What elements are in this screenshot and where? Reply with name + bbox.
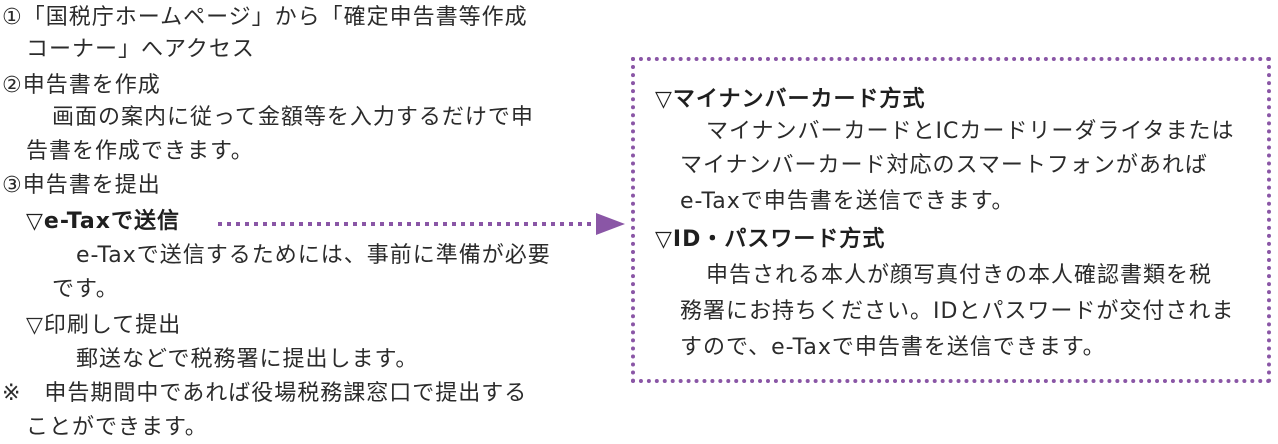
step2-desc-line1: 画面の案内に従って金額等を入力するだけで申 (52, 105, 534, 130)
mynumber-desc-line3: e-Taxで申告書を送信できます。 (680, 189, 1015, 214)
mynumber-desc-line2: マイナンバーカード対応のスマートフォンがあれば (680, 153, 1208, 178)
step2-title: ②申告書を作成 (2, 73, 161, 98)
note-line1: ※ 申告期間中であれば役場税務課窓口で提出する (2, 381, 528, 406)
etax-methods-box (631, 57, 1271, 383)
etax-desc-line1: e-Taxで送信するためには、事前に準備が必要 (76, 243, 551, 268)
idpw-heading: ▽ID・パスワード方式 (655, 227, 886, 252)
step2-desc-line2: 告書を作成できます。 (26, 139, 254, 164)
arrow-head-icon (596, 213, 625, 235)
idpw-desc-line2: 務署にお持ちください。IDとパスワードが交付されま (680, 299, 1235, 324)
note-line2: ことができます。 (26, 415, 208, 440)
idpw-desc-line3: すので、e-Taxで申告書を送信できます。 (680, 335, 1106, 360)
mynumber-desc-line1: マイナンバーカードとICカードリーダライタまたは (706, 119, 1235, 144)
idpw-desc-line1: 申告される本人が顔写真付きの本人確認書類を税 (706, 263, 1213, 288)
etax-desc-line2: です。 (52, 277, 119, 302)
mynumber-heading: ▽マイナンバーカード方式 (655, 87, 926, 112)
etax-heading: ▽e-Taxで送信 (26, 209, 180, 234)
step3-title: ③申告書を提出 (2, 173, 161, 198)
print-desc: 郵送などで税務署に提出します。 (76, 347, 419, 372)
print-heading: ▽印刷して提出 (26, 313, 182, 338)
step1-text-line1: ①「国税庁ホームページ」から「確定申告書等作成 (2, 5, 528, 30)
step1-text-line2: コーナー」へアクセス (26, 37, 255, 62)
